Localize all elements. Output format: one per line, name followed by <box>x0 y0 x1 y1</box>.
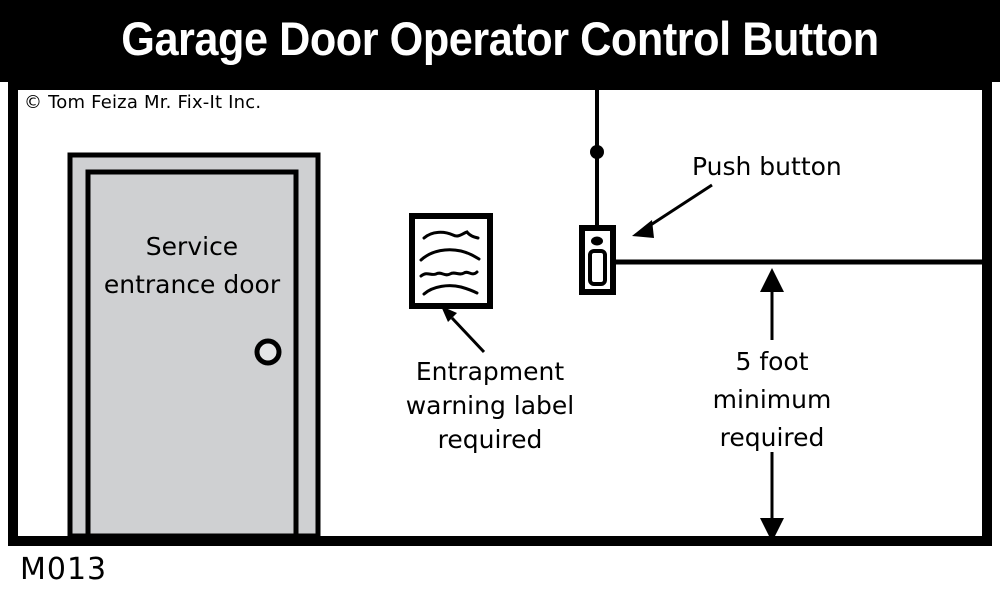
entrapment-warning-caption: Entrapment warning label required <box>405 357 575 454</box>
dimension-caption: 5 foot minimum required <box>712 347 832 452</box>
copyright-notice: © Tom Feiza Mr. Fix-It Inc. <box>24 92 262 113</box>
push-button-caption: Push button <box>692 152 842 181</box>
header-band <box>0 0 1000 82</box>
service-door-label: Service entrance door <box>103 232 281 299</box>
page-title: Garage Door Operator Control Button <box>121 12 879 65</box>
figure-code: M013 <box>20 552 108 587</box>
drawing-frame <box>8 80 992 546</box>
